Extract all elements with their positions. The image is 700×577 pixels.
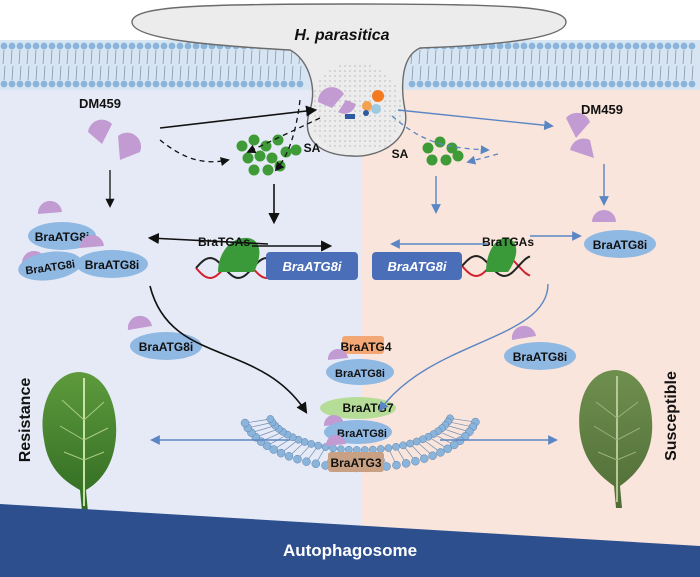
gene-box-left: [266, 252, 358, 280]
tga-label-right: BraTGAs: [482, 235, 534, 249]
gene-label-left: BraATG8i: [283, 259, 342, 274]
sa-label-right: SA: [392, 147, 409, 161]
atg3-label: BraATG3: [330, 456, 381, 470]
effector-label-right: DM459: [581, 102, 623, 117]
atg8-label: BraATG8i: [35, 230, 89, 244]
pathway-arrows: [105, 99, 609, 445]
secreted-effector-icon: [317, 87, 384, 119]
effector-icon-right: [566, 112, 594, 158]
autophagosome-label: Autophagosome: [283, 541, 417, 560]
atg4-complex: BraATG4 BraATG8i: [326, 336, 394, 385]
atg8-effector-complex-left-right: BraATG8i: [76, 234, 148, 278]
atg8-effector-complex-right-free: BraATG8i: [504, 325, 576, 370]
atg8-label: BraATG8i: [335, 368, 385, 380]
atg8-effector-complex-left-free: BraATG8i: [127, 315, 202, 360]
atg8-effector-complex-left-top: BraATG8i: [28, 200, 96, 250]
atg8-label: BraATG8i: [593, 238, 647, 252]
outcome-label-right: Susceptible: [663, 371, 680, 461]
effector-icon-left: [88, 119, 142, 160]
tga-transcription-factor-left: [218, 237, 260, 272]
atg8-label: BraATG8i: [513, 350, 567, 364]
gene-label-right: BraATG8i: [388, 259, 447, 274]
tga-transcription-factor-right: [486, 237, 517, 272]
atg8-label: BraATG8i: [337, 428, 387, 440]
atg7-complex: BraATG7 BraATG8i: [320, 397, 396, 444]
atg8-label: BraATG8i: [85, 258, 139, 272]
salicylic-acid-cluster-left: [236, 134, 302, 176]
atg8-label: BraATG8i: [139, 340, 193, 354]
resistance-panel-background: [0, 60, 362, 577]
susceptible-panel-background: [362, 60, 700, 577]
resistant-leaf-image: [42, 372, 117, 512]
atg4-label: BraATG4: [340, 340, 391, 354]
outcome-label-left: Resistance: [17, 378, 34, 463]
atg3-complex: BraATG3: [325, 434, 384, 472]
sa-label-left: SA: [304, 141, 321, 155]
pathogen-haustorium: [131, 3, 567, 157]
effector-label-left: DM459: [79, 96, 121, 111]
susceptible-leaf-image: [579, 370, 653, 508]
atg8-effector-complex-left-mid: BraATG8i: [18, 250, 82, 281]
pathogen-label: H. parasitica: [294, 27, 389, 44]
atg8-effector-complex-right-top: BraATG8i: [584, 210, 656, 258]
gene-box-right: [372, 252, 462, 280]
autophagosome-banner: [0, 504, 700, 577]
